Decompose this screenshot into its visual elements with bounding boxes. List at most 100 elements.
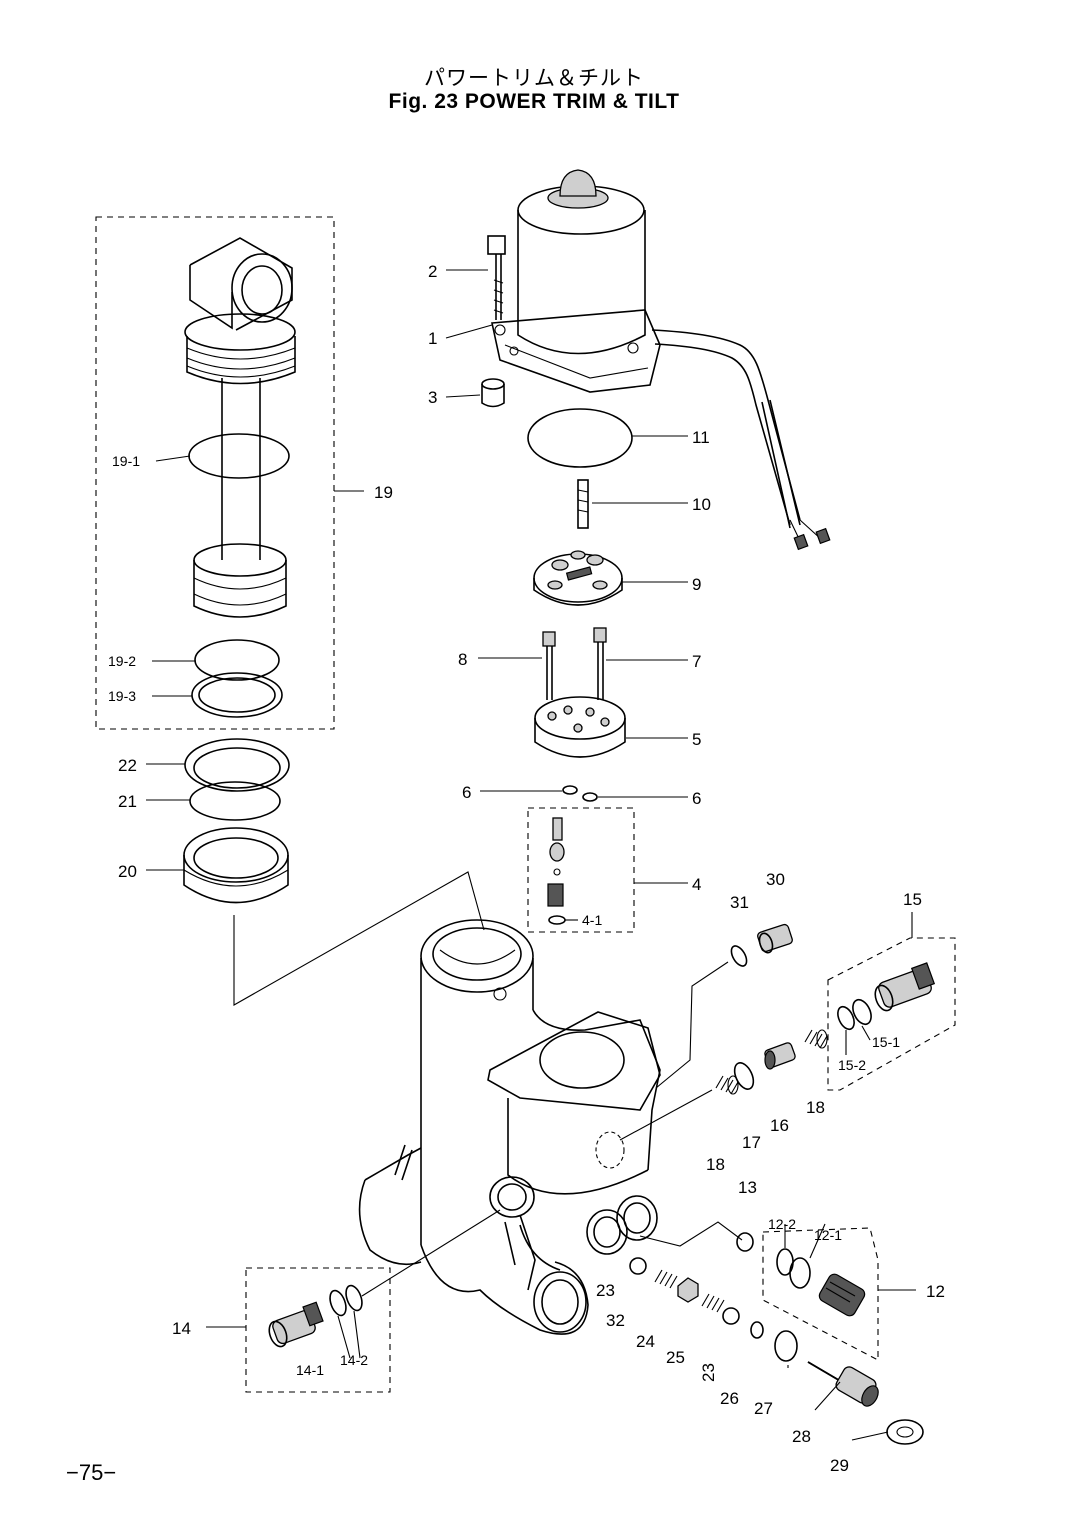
assembly-box-12 [762, 1227, 879, 1361]
callout-18a: 18 [706, 1155, 725, 1174]
collar-part-3 [481, 378, 505, 408]
callout-4-1: 4-1 [582, 912, 602, 928]
pump-body-part-5 [534, 696, 626, 758]
o-ring-part-31 [730, 945, 748, 967]
valve-part-12 [818, 1273, 866, 1317]
spring-part-18b [804, 1029, 828, 1049]
spring-part-25 [701, 1293, 725, 1313]
assembly-box-14 [245, 1267, 391, 1393]
callout-22: 22 [118, 756, 137, 775]
callout-14: 14 [172, 1319, 191, 1338]
callout-11: 11 [692, 428, 710, 447]
tilt-cylinder-part-19 [184, 237, 296, 618]
callout-10: 10 [692, 495, 711, 514]
valve-plate-part-9 [533, 550, 623, 606]
assembly-box-15 [827, 937, 956, 1091]
callout-17: 17 [742, 1133, 761, 1152]
callout-6b: 6 [692, 789, 701, 808]
callout-12-1: 12-1 [814, 1227, 842, 1243]
check-valve-part-4 [547, 817, 566, 925]
callout-1: 1 [428, 329, 437, 348]
valve-part-16 [764, 1042, 796, 1070]
ring-part-19-3 [191, 672, 283, 718]
connector-line-13 [639, 1221, 743, 1247]
callout-20: 20 [118, 862, 137, 881]
valve-part-14 [268, 1301, 324, 1348]
callout-23a: 23 [596, 1281, 615, 1300]
callout-18b: 18 [806, 1098, 825, 1117]
o-ring-part-15-1 [852, 998, 872, 1026]
washer-part-23b [722, 1307, 740, 1325]
callout-labels: 1 2 3 11 10 9 8 7 5 6 6 4 4-1 19 19-1 19… [108, 262, 945, 1475]
o-ring-part-14-1 [329, 1289, 347, 1317]
o-ring-part-19-1 [188, 433, 290, 479]
housing-body [358, 919, 661, 1335]
o-ring-part-15-2 [837, 1005, 855, 1031]
pin-part-10 [577, 479, 589, 529]
ring-part-22 [184, 738, 290, 792]
spring-part-18a [715, 1075, 739, 1095]
leader-lines [146, 269, 916, 1441]
figure-title: Fig. 23 POWER TRIM & TILT [388, 90, 680, 113]
callout-12: 12 [926, 1282, 945, 1301]
callout-19-3: 19-3 [108, 688, 136, 704]
plug-part-30 [757, 923, 793, 954]
ring-part-19-2 [194, 639, 280, 681]
callout-19: 19 [374, 483, 393, 502]
callout-27: 27 [754, 1399, 773, 1418]
valve-part-15-1 [874, 962, 936, 1012]
o-ring-part-13 [736, 1232, 754, 1252]
o-ring-part-6a [562, 785, 578, 795]
callout-12-2: 12-2 [768, 1216, 796, 1232]
o-ring-part-27 [774, 1330, 798, 1362]
callout-25: 25 [666, 1348, 685, 1367]
o-ring-part-26 [750, 1321, 764, 1339]
callout-21: 21 [118, 792, 137, 811]
callout-16: 16 [770, 1116, 789, 1135]
callout-8: 8 [458, 650, 467, 669]
plug-part-28 [807, 1361, 879, 1407]
assembly-box-4 [527, 807, 635, 933]
callout-9: 9 [692, 575, 701, 594]
assembly-box-19 [95, 216, 335, 730]
callout-6a: 6 [462, 783, 471, 802]
o-ring-part-12-1 [789, 1257, 811, 1289]
bolt-part-2 [487, 235, 506, 320]
valve-part-7 [593, 627, 607, 700]
callout-32: 32 [606, 1311, 625, 1330]
clip-part-29 [886, 1419, 924, 1445]
o-ring-part-21 [189, 781, 281, 821]
callout-24: 24 [636, 1332, 655, 1351]
callout-31: 31 [730, 893, 749, 912]
o-ring-part-11 [527, 408, 633, 468]
callout-15: 15 [903, 890, 922, 909]
o-ring-part-14-2 [345, 1284, 363, 1312]
bushing-part-20 [183, 827, 289, 904]
ring-part-19-3-inner [198, 677, 276, 713]
callout-30: 30 [766, 870, 785, 889]
callout-3: 3 [428, 388, 437, 407]
callout-14-1: 14-1 [296, 1362, 324, 1378]
callout-4: 4 [692, 875, 701, 894]
callout-5: 5 [692, 730, 701, 749]
connector-line-cylinder [233, 871, 485, 1006]
connector-line-18 [619, 1089, 713, 1141]
callout-2: 2 [428, 262, 437, 281]
connector-line-31 [655, 961, 729, 1089]
connector-line-14 [361, 1209, 501, 1297]
page-number: −75− [66, 1460, 117, 1485]
callout-15-1: 15-1 [872, 1034, 900, 1050]
nut-part-24 [677, 1277, 699, 1303]
callout-15-2: 15-2 [838, 1057, 866, 1073]
callout-19-1: 19-1 [112, 453, 140, 469]
valve-part-8 [542, 631, 556, 700]
figure-title-japanese: パワートリム＆チルト [424, 66, 644, 90]
callout-13: 13 [738, 1178, 757, 1197]
callout-28: 28 [792, 1427, 811, 1446]
callout-19-2: 19-2 [108, 653, 136, 669]
o-ring-part-6b [582, 792, 598, 802]
callout-26: 26 [720, 1389, 739, 1408]
callout-23b: 23 [699, 1363, 718, 1382]
motor-part [491, 169, 831, 551]
